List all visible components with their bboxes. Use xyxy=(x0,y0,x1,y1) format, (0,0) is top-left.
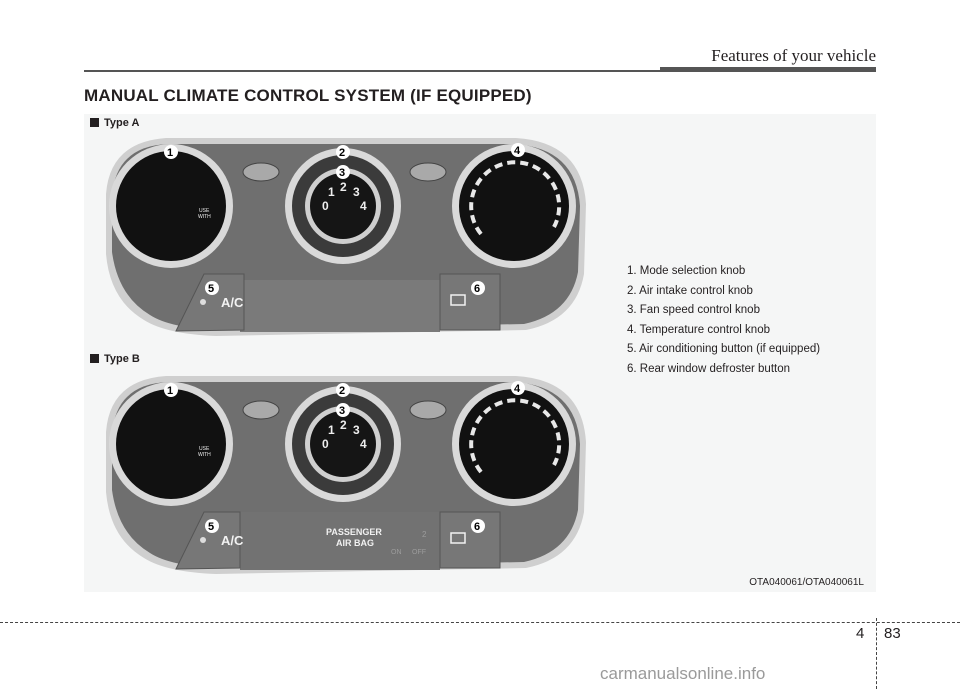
svg-text:3: 3 xyxy=(339,167,345,179)
legend-item: 2. Air intake control knob xyxy=(627,284,753,297)
svg-text:3: 3 xyxy=(353,185,360,199)
svg-text:ON: ON xyxy=(391,549,402,556)
legend: 1. Mode selection knob 2. Air intake con… xyxy=(627,262,820,379)
svg-text:4: 4 xyxy=(514,383,521,395)
page-number: 83 xyxy=(884,625,901,642)
svg-text:PASSENGER: PASSENGER xyxy=(326,527,382,537)
header-title: Features of your vehicle xyxy=(711,46,876,65)
bullet-square-icon xyxy=(90,118,99,127)
footer-divider xyxy=(876,618,877,689)
header-rule xyxy=(84,70,876,72)
climate-panel-type-a: A/C USE WITH 0 1 2 3 4 1 2 3 4 5 6 xyxy=(106,138,586,336)
svg-text:USE: USE xyxy=(199,446,210,452)
svg-text:6: 6 xyxy=(474,521,480,533)
svg-text:0: 0 xyxy=(322,437,329,451)
type-a-label: Type A xyxy=(90,117,139,129)
legend-item: 6. Rear window defroster button xyxy=(627,362,791,375)
svg-text:A/C: A/C xyxy=(221,295,244,310)
header-rule-accent xyxy=(660,67,876,72)
watermark: carmanualsonline.info xyxy=(600,664,766,683)
svg-text:3: 3 xyxy=(353,423,360,437)
svg-text:0: 0 xyxy=(322,199,329,213)
svg-text:1: 1 xyxy=(328,423,335,437)
svg-text:5: 5 xyxy=(208,283,214,295)
svg-text:2: 2 xyxy=(422,530,427,539)
svg-text:4: 4 xyxy=(360,437,367,451)
svg-text:4: 4 xyxy=(360,199,367,213)
svg-text:2: 2 xyxy=(340,418,347,432)
svg-text:AIR BAG: AIR BAG xyxy=(336,538,374,548)
legend-item: 1. Mode selection knob xyxy=(627,265,746,277)
svg-text:WITH: WITH xyxy=(198,214,211,220)
legend-item: 4. Temperature control knob xyxy=(627,323,770,336)
svg-text:2: 2 xyxy=(339,385,345,397)
svg-text:1: 1 xyxy=(328,185,335,199)
type-b-label: Type B xyxy=(90,353,140,365)
figure-code: OTA040061/OTA040061L xyxy=(749,577,864,588)
svg-text:WITH: WITH xyxy=(198,452,211,458)
svg-text:1: 1 xyxy=(167,147,173,159)
legend-item: 5. Air conditioning button (if equipped) xyxy=(627,343,821,355)
svg-text:OFF: OFF xyxy=(412,549,426,556)
svg-text:4: 4 xyxy=(514,145,521,157)
climate-panel-type-b: A/C USE WITH 0 1 2 3 4 PASSENGER AIR BAG… xyxy=(106,376,586,574)
legend-item: 3. Fan speed control knob xyxy=(627,304,760,316)
bullet-square-icon xyxy=(90,354,99,363)
svg-text:3: 3 xyxy=(339,405,345,417)
svg-text:USE: USE xyxy=(199,208,210,214)
svg-text:A/C: A/C xyxy=(221,533,244,548)
svg-text:2: 2 xyxy=(339,147,345,159)
svg-text:6: 6 xyxy=(474,283,480,295)
svg-text:2: 2 xyxy=(340,180,347,194)
chapter-number: 4 xyxy=(856,625,865,642)
svg-text:5: 5 xyxy=(208,521,214,533)
svg-text:1: 1 xyxy=(167,385,173,397)
footer-rule xyxy=(0,622,960,623)
section-title: MANUAL CLIMATE CONTROL SYSTEM (IF EQUIPP… xyxy=(84,86,532,105)
